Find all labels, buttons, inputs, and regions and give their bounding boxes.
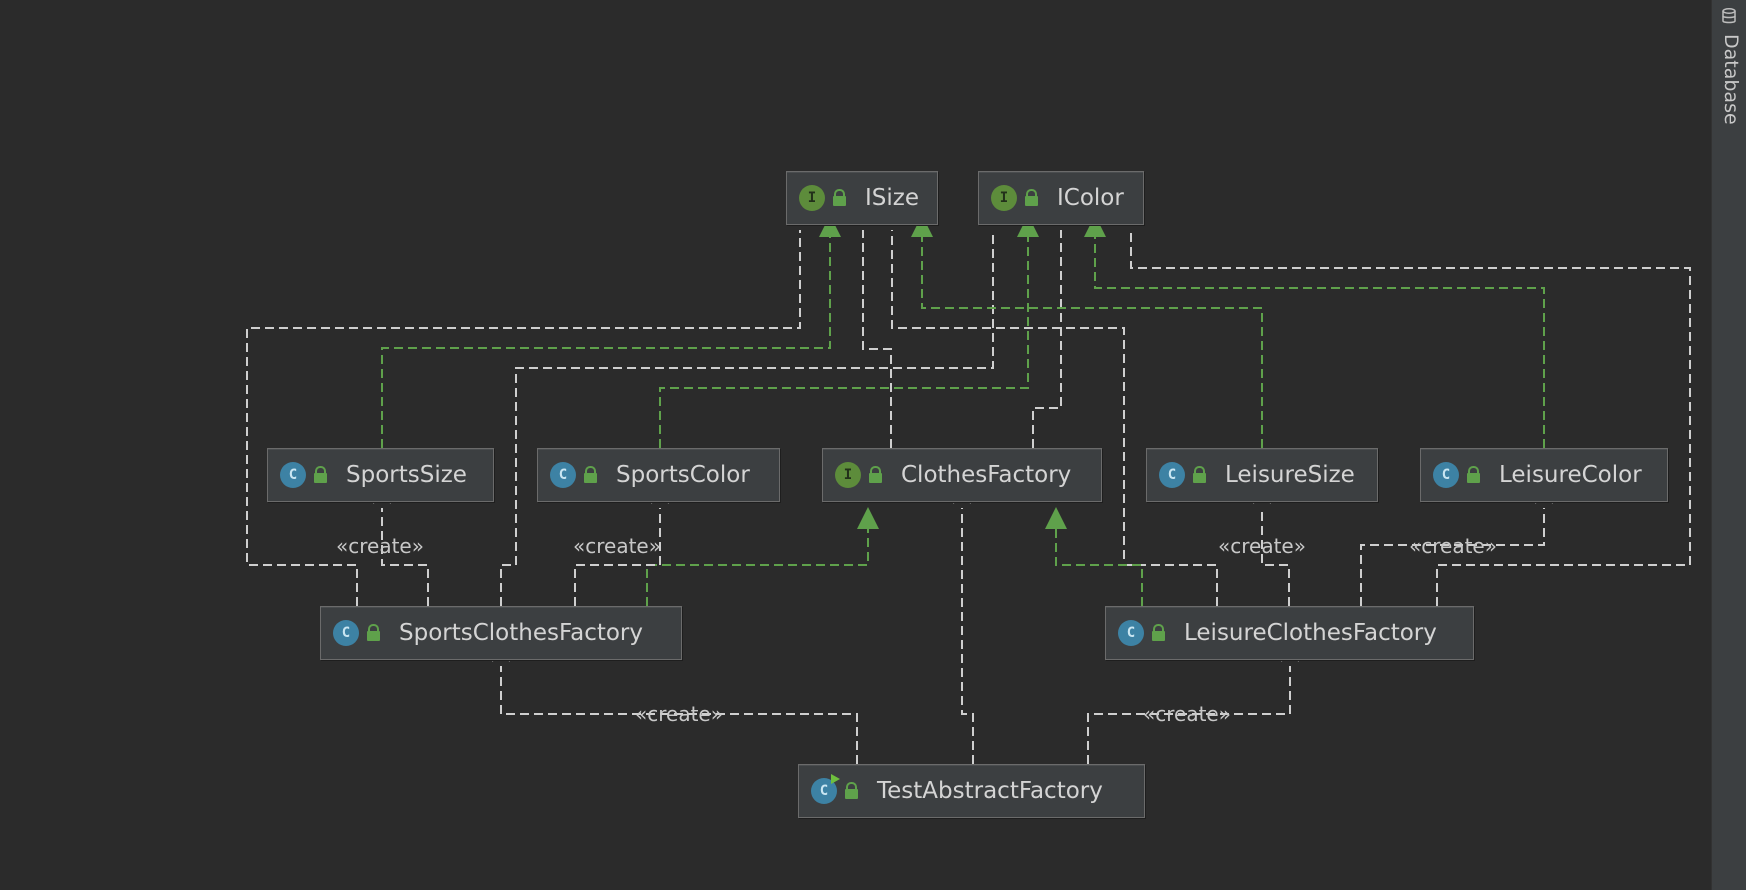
- class-icon: C: [550, 462, 576, 488]
- database-tab-label: Database: [1720, 34, 1742, 125]
- public-lock-icon: [584, 466, 598, 484]
- node-sportscolor[interactable]: C SportsColor: [537, 448, 780, 502]
- implements-arrowhead: [819, 215, 841, 237]
- create-label: «create»: [573, 534, 661, 558]
- node-icolor[interactable]: I IColor: [978, 171, 1144, 225]
- implements-edge-sportscolor-to-icolor: [659, 215, 1039, 448]
- public-lock-icon: [869, 466, 883, 484]
- implements-edge-leisureclothesfactory-to-clothesfactory: [1045, 507, 1143, 606]
- node-label: SportsColor: [616, 462, 750, 488]
- implements-edge-leisurecolor-to-icolor: [1084, 215, 1545, 448]
- create-label: «create»: [1218, 534, 1306, 558]
- implements-arrowhead: [911, 215, 933, 237]
- dependency-edge-testabstractfactory-to-clothesfactory: [952, 488, 974, 764]
- node-label: SportsClothesFactory: [399, 620, 643, 646]
- public-lock-icon: [833, 189, 847, 207]
- public-lock-icon: [367, 624, 381, 642]
- database-icon: [1722, 8, 1736, 24]
- class-icon: C: [333, 620, 359, 646]
- create-label: «create»: [336, 534, 424, 558]
- implements-arrowhead: [857, 507, 879, 529]
- node-label: LeisureClothesFactory: [1184, 620, 1437, 646]
- node-sportsclothesfactory[interactable]: C SportsClothesFactory: [320, 606, 682, 660]
- public-lock-icon: [1025, 189, 1039, 207]
- node-label: SportsSize: [346, 462, 467, 488]
- node-isize[interactable]: I ISize: [786, 171, 938, 225]
- create-label: «create»: [1409, 534, 1497, 558]
- public-lock-icon: [1467, 466, 1481, 484]
- implements-arrowhead: [1084, 215, 1106, 237]
- node-leisuresize[interactable]: C LeisureSize: [1146, 448, 1378, 502]
- interface-icon: I: [835, 462, 861, 488]
- dependency-edge-clothesfactory-to-icolor: [1032, 210, 1071, 448]
- node-leisureclothesfactory[interactable]: C LeisureClothesFactory: [1105, 606, 1474, 660]
- node-label: IColor: [1057, 185, 1124, 211]
- right-tool-sidebar: Database: [1711, 0, 1746, 890]
- implements-edge-sportssize-to-isize: [381, 215, 841, 448]
- create-label: «create»: [1143, 702, 1231, 726]
- node-label: TestAbstractFactory: [877, 778, 1103, 804]
- public-lock-icon: [845, 782, 859, 800]
- database-tool-tab[interactable]: Database: [1712, 0, 1746, 150]
- public-lock-icon: [1193, 466, 1207, 484]
- implements-edge-leisuresize-to-isize: [911, 215, 1263, 448]
- node-clothesfactory[interactable]: I ClothesFactory: [822, 448, 1102, 502]
- class-icon: C: [280, 462, 306, 488]
- dependency-edge-sportsclothesfactory-to-isize: [246, 210, 810, 606]
- node-testabstractfactory[interactable]: C TestAbstractFactory: [798, 764, 1145, 818]
- implements-arrowhead: [1017, 215, 1039, 237]
- public-lock-icon: [314, 466, 328, 484]
- dependency-edge-leisureclothesfactory-to-icolor: [1121, 210, 1691, 606]
- node-label: ISize: [865, 185, 919, 211]
- public-lock-icon: [1152, 624, 1166, 642]
- implements-edge-sportsclothesfactory-to-clothesfactory: [646, 507, 879, 606]
- implements-arrowhead: [1045, 507, 1067, 529]
- dependency-edge-clothesfactory-to-isize: [853, 210, 892, 448]
- interface-icon: I: [991, 185, 1017, 211]
- node-sportssize[interactable]: C SportsSize: [267, 448, 494, 502]
- create-label: «create»: [635, 702, 723, 726]
- class-icon: C: [1433, 462, 1459, 488]
- node-label: LeisureColor: [1499, 462, 1642, 488]
- class-icon: C: [1118, 620, 1144, 646]
- runnable-class-icon: C: [811, 774, 840, 804]
- interface-icon: I: [799, 185, 825, 211]
- node-label: LeisureSize: [1225, 462, 1355, 488]
- node-leisurecolor[interactable]: C LeisureColor: [1420, 448, 1668, 502]
- node-label: ClothesFactory: [901, 462, 1072, 488]
- class-icon: C: [1159, 462, 1185, 488]
